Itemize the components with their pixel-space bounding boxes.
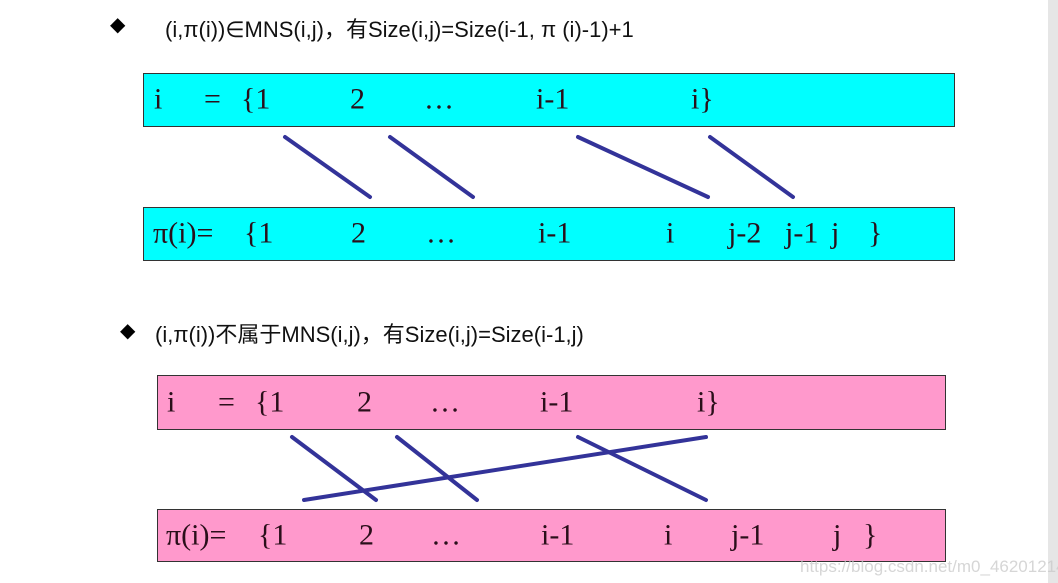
element: i-1 [540, 384, 574, 418]
element: } [863, 517, 878, 551]
element: {1 [255, 384, 285, 418]
label: i [154, 82, 163, 116]
element: … [431, 517, 461, 551]
mapping-line [576, 435, 708, 502]
element: j [831, 216, 840, 250]
element: i [664, 517, 673, 551]
element: } [868, 216, 883, 250]
diamond-bullet-icon: ◆ [110, 14, 126, 36]
label: π(i)= [166, 517, 227, 551]
element: i [666, 216, 675, 250]
element: {1 [258, 517, 288, 551]
equals: = [204, 82, 221, 116]
crossing-mapping-line [302, 435, 708, 502]
element: j-1 [731, 517, 765, 551]
element: 2 [359, 517, 374, 551]
element: 2 [350, 82, 365, 116]
element: {1 [244, 216, 274, 250]
label: π(i)= [153, 216, 214, 250]
element: 2 [351, 216, 366, 250]
scrollbar-strip [1048, 0, 1058, 583]
mapping-line [576, 135, 710, 199]
element: i-1 [538, 216, 572, 250]
diamond-bullet-icon: ◆ [120, 320, 136, 342]
element: j-1 [785, 216, 819, 250]
equals: = [218, 384, 235, 418]
element: i} [691, 82, 714, 116]
element: {1 [241, 82, 271, 116]
element: i} [697, 384, 720, 418]
element: j [833, 517, 842, 551]
case1-pi-row: π(i)= {1 2 … i-1 i j-2 j-1 j } [143, 207, 955, 261]
case1-i-row: i = {1 2 … i-1 i} [143, 73, 955, 127]
mapping-line [395, 435, 479, 502]
watermark: https://blog.csdn.net/m0_46201214 [800, 557, 1058, 576]
case1-heading: (i,π(i))∈MNS(i,j)，有Size(i,j)=Size(i-1, π… [165, 17, 634, 42]
element: i-1 [541, 517, 575, 551]
case2-i-row: i = {1 2 … i-1 i} [157, 375, 946, 430]
element: j-2 [728, 216, 762, 250]
element: … [424, 82, 454, 116]
mapping-line [388, 135, 475, 199]
label: i [167, 384, 176, 418]
element: 2 [357, 384, 372, 418]
element: … [430, 384, 460, 418]
case2-pi-row: π(i)= {1 2 … i-1 i j-1 j } [157, 509, 946, 562]
case2-heading: (i,π(i))不属于MNS(i,j)，有Size(i,j)=Size(i-1,… [155, 322, 584, 347]
element: i-1 [536, 82, 570, 116]
mapping-line [283, 135, 372, 199]
element: … [426, 216, 456, 250]
mapping-line [708, 135, 795, 199]
